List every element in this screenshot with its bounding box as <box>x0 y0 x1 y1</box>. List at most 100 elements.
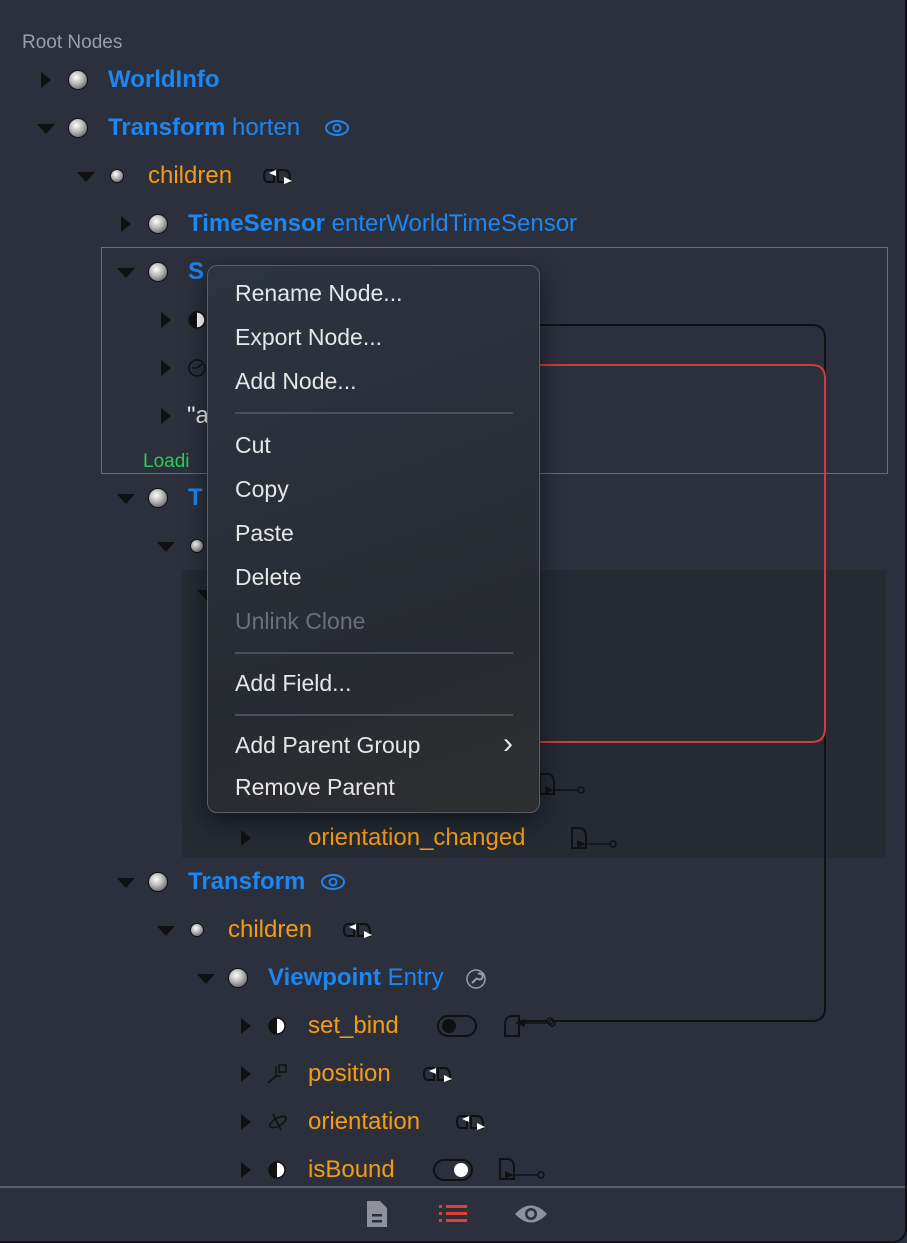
node-name: Entry <box>380 964 444 991</box>
menu-item-copy[interactable]: Copy <box>235 476 289 502</box>
boolean-field-icon <box>268 1161 286 1179</box>
field-name: set_bind <box>308 1012 399 1039</box>
menu-item-add-node[interactable]: Add Node... <box>235 368 357 394</box>
document-icon[interactable] <box>365 1199 389 1229</box>
menu-item-paste[interactable]: Paste <box>235 520 294 546</box>
menu-item-delete[interactable]: Delete <box>235 564 302 590</box>
output-icon[interactable] <box>539 773 590 798</box>
expand-arrow-icon[interactable] <box>241 1162 251 1178</box>
tree-row-script-selected[interactable]: S <box>0 248 900 296</box>
menu-item-add-field[interactable]: Add Field... <box>235 670 352 696</box>
node-type: WorldInfo <box>108 66 220 93</box>
expand-arrow-icon[interactable] <box>241 1066 251 1082</box>
loading-text: Loadi <box>143 451 190 472</box>
eye-icon[interactable] <box>514 1203 548 1225</box>
loading-status: Loadi <box>0 440 210 484</box>
tree-row-field[interactable] <box>0 296 210 344</box>
menu-item-export-node[interactable]: Export Node... <box>235 324 383 350</box>
menu-item-label: Add Parent Group <box>235 732 421 758</box>
list-icon[interactable] <box>439 1205 469 1223</box>
menu-separator <box>235 652 513 654</box>
output-icon[interactable] <box>499 1158 550 1183</box>
mfnode-field-icon <box>110 169 124 183</box>
input-output-icon[interactable] <box>343 922 374 940</box>
collapse-arrow-icon[interactable] <box>157 542 175 552</box>
field-name: children <box>228 916 313 943</box>
expand-arrow-icon[interactable] <box>121 216 131 232</box>
menu-item-remove-parent[interactable]: Remove Parent <box>235 774 395 800</box>
field-value: "a <box>187 402 209 429</box>
output-icon[interactable] <box>571 827 622 852</box>
tree-row-node[interactable] <box>0 570 215 618</box>
node-type: T <box>188 484 203 511</box>
tree-row-orientation[interactable]: orientation <box>0 1098 900 1146</box>
expand-arrow-icon[interactable] <box>161 360 171 376</box>
isbound-toggle-on[interactable] <box>433 1159 473 1181</box>
node-type: Transform <box>108 114 226 141</box>
tree-row-viewpoint[interactable]: Viewpoint Entry <box>0 954 900 1002</box>
node-type: S <box>188 258 205 285</box>
eye-icon[interactable] <box>321 873 345 891</box>
node-type: TimeSensor <box>188 210 325 237</box>
collapse-arrow-icon[interactable] <box>37 124 55 134</box>
input-output-icon[interactable] <box>423 1066 454 1084</box>
input-output-icon[interactable] <box>456 1114 487 1132</box>
vec3-field-icon <box>267 1064 287 1084</box>
tree-row-transform-horten[interactable]: Transform horten <box>0 104 900 152</box>
context-menu: Rename Node... Export Node... Add Node..… <box>207 265 540 813</box>
menu-separator <box>235 412 513 414</box>
collapse-arrow-icon[interactable] <box>197 590 215 600</box>
collapse-arrow-icon[interactable] <box>117 268 135 278</box>
tree-row-field[interactable] <box>0 344 210 392</box>
collapse-arrow-icon[interactable] <box>77 172 95 182</box>
menu-separator <box>235 714 513 716</box>
menu-item-cut[interactable]: Cut <box>235 432 271 458</box>
tree-row-children[interactable] <box>0 522 210 570</box>
node-sphere-icon <box>148 214 168 234</box>
expand-arrow-icon[interactable] <box>241 830 251 846</box>
tree-row-transform[interactable]: T <box>0 474 210 522</box>
wrench-icon[interactable] <box>466 969 486 989</box>
collapse-arrow-icon[interactable] <box>117 494 135 504</box>
mfnode-field-icon <box>190 923 204 937</box>
tree-row-children[interactable]: children <box>0 906 900 954</box>
menu-item-unlink-clone: Unlink Clone <box>235 608 366 634</box>
tree-row-timesensor[interactable]: TimeSensor enterWorldTimeSensor <box>0 200 900 248</box>
expand-arrow-icon[interactable] <box>241 1018 251 1034</box>
input-output-icon[interactable] <box>263 168 294 186</box>
field-name: orientation_changed <box>308 824 526 851</box>
input-icon[interactable] <box>504 1015 556 1040</box>
time-field-icon <box>188 359 206 377</box>
expand-arrow-icon[interactable] <box>161 408 171 424</box>
node-sphere-icon <box>228 968 248 988</box>
collapse-arrow-icon[interactable] <box>117 878 135 888</box>
field-name: orientation <box>308 1108 421 1135</box>
menu-item-add-parent-group[interactable]: Add Parent Group › <box>235 729 513 759</box>
route-line-red <box>540 364 826 743</box>
tree-row-worldinfo[interactable]: WorldInfo <box>0 56 900 104</box>
node-type: Viewpoint <box>268 964 381 991</box>
tree-row-transform[interactable]: Transform <box>0 858 900 906</box>
collapse-arrow-icon[interactable] <box>157 926 175 936</box>
tree-row-set-bind[interactable]: set_bind <box>0 1002 900 1050</box>
tree-row-field[interactable]: "a <box>0 392 210 440</box>
expand-arrow-icon[interactable] <box>161 312 171 328</box>
tree-row-isbound[interactable]: isBound <box>0 1146 900 1194</box>
expand-arrow-icon[interactable] <box>41 72 51 88</box>
expand-arrow-icon[interactable] <box>241 1114 251 1130</box>
tree-row-children[interactable]: children <box>0 152 900 200</box>
node-sphere-icon <box>68 118 88 138</box>
eye-icon[interactable] <box>325 119 349 137</box>
tree-row-position[interactable]: position <box>0 1050 900 1098</box>
node-sphere-icon <box>148 262 168 282</box>
tree-row-orientation-changed[interactable]: orientation_changed <box>0 814 900 862</box>
collapse-arrow-icon[interactable] <box>197 974 215 984</box>
node-name: enterWorldTimeSensor <box>324 210 578 237</box>
boolean-field-icon <box>268 1017 286 1035</box>
menu-item-rename-node[interactable]: Rename Node... <box>235 280 403 306</box>
field-name: isBound <box>308 1156 395 1183</box>
field-name: children <box>148 162 233 189</box>
node-sphere-icon <box>148 872 168 892</box>
set-bind-toggle-off[interactable] <box>437 1015 477 1037</box>
